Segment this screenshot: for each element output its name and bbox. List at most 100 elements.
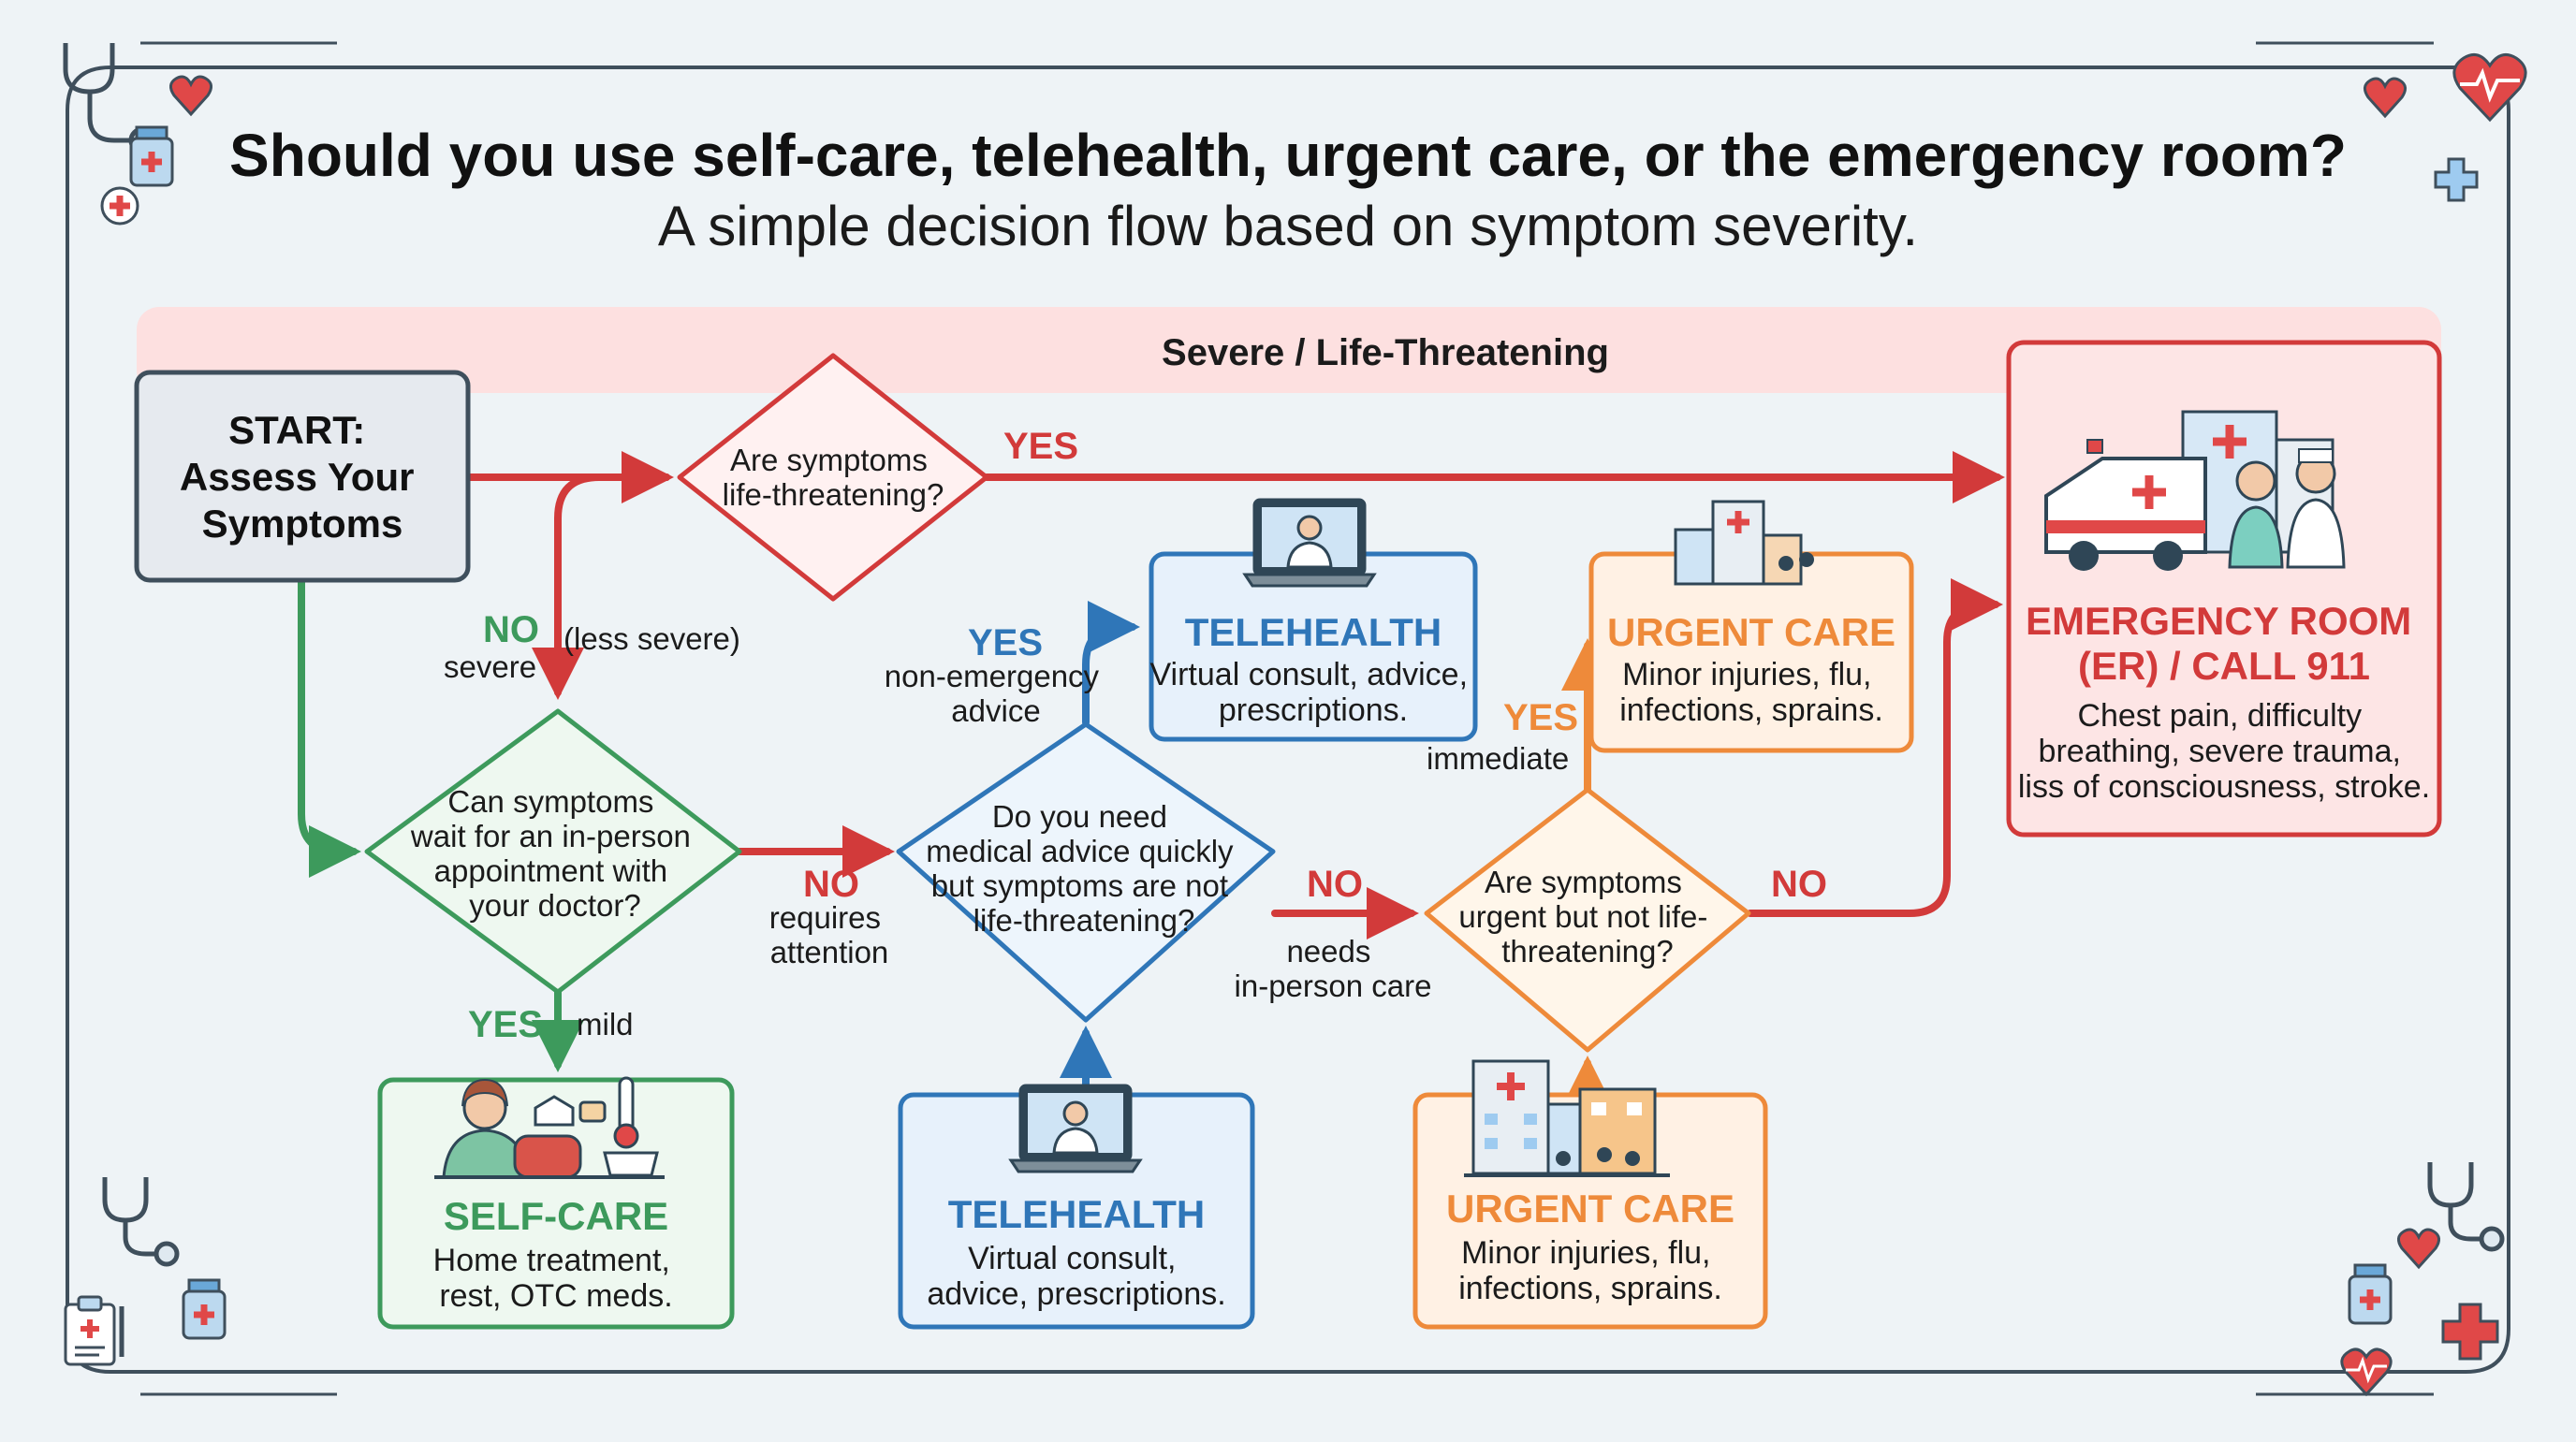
arrow-d1-no-to-d2 bbox=[532, 473, 670, 700]
medicine-bottle-icon bbox=[2348, 1263, 2393, 1325]
d3-no-sublabel: in-person care bbox=[1235, 969, 1432, 1003]
outcome-title: URGENT CARE bbox=[1607, 610, 1895, 654]
connectors bbox=[298, 451, 2005, 1108]
ambulance-icon bbox=[2044, 410, 2346, 571]
d3-yes-label: YES bbox=[968, 622, 1043, 663]
svg-text:Home treatment, rest, OT: Home treatment, rest, OTC meds. bbox=[433, 1243, 680, 1314]
outcome-body-line: breathing, severe trauma, bbox=[2039, 734, 2401, 769]
svg-text:Virtual consult, advice,: Virtual consult, advice, prescriptions. bbox=[1149, 657, 1476, 728]
severity-band-label: Severe / Life-Threatening bbox=[1162, 332, 1609, 373]
outcome-body-line: rest, OTC meds. bbox=[439, 1278, 672, 1314]
decision-line: Are symptoms bbox=[1485, 865, 1682, 899]
svg-text:Can symptoms wait for an: Can symptoms wait for an in-person appoi… bbox=[410, 784, 699, 923]
svg-text:requires attention: requires attention bbox=[769, 900, 889, 969]
heart-icon bbox=[169, 75, 212, 117]
d2-no-sublabel: attention bbox=[770, 935, 889, 969]
outcome-title: SELF-CARE bbox=[444, 1194, 668, 1238]
outcome-title: (ER) / CALL 911 bbox=[2078, 644, 2370, 688]
outcome-body-line: Minor injuries, flu, bbox=[1622, 657, 1871, 692]
decision-line: Are symptoms bbox=[730, 443, 928, 477]
medical-cross-icon bbox=[100, 186, 139, 226]
outcome-body-line: prescriptions. bbox=[1219, 692, 1408, 728]
decision-line: your doctor? bbox=[469, 888, 640, 923]
outcome-body-line: Virtual consult, bbox=[968, 1241, 1176, 1276]
d4-yes-sublabel: immediate bbox=[1427, 741, 1569, 776]
d4-yes-label: YES bbox=[1503, 697, 1578, 738]
decision-line: Do you need bbox=[992, 799, 1167, 834]
medicine-bottle-icon bbox=[129, 125, 174, 187]
outcome-telehealth-bottom: TELEHEALTH Virtual consult, advice, pres… bbox=[898, 1084, 1255, 1330]
clipboard-icon bbox=[64, 1295, 124, 1366]
svg-text:Minor injuries, flu, inf: Minor injuries, flu, infections, sprains… bbox=[1619, 657, 1883, 728]
heart-icon bbox=[2364, 77, 2407, 119]
arrow-d3-yes-to-telehealth bbox=[1082, 601, 1140, 726]
outcome-title: EMERGENCY ROOM bbox=[2026, 599, 2411, 643]
decision-life-threatening: Are symptoms life-threatening? bbox=[677, 353, 989, 602]
heartbeat-icon bbox=[2452, 52, 2527, 123]
outcome-body-line: Minor injuries, flu, bbox=[1461, 1235, 1710, 1271]
d1-yes-label: YES bbox=[1003, 426, 1078, 467]
svg-text:needs in-person care: needs in-person care bbox=[1235, 934, 1432, 1003]
svg-text:Are symptoms life-threat: Are symptoms life-threatening? bbox=[723, 443, 944, 512]
arrow-d4-no-to-er bbox=[1747, 578, 2003, 917]
outcome-body-line: advice, prescriptions. bbox=[927, 1276, 1225, 1312]
medical-cross-icon bbox=[2441, 1303, 2499, 1361]
severity-band bbox=[137, 307, 2441, 393]
laptop-doctor-icon bbox=[1242, 498, 1377, 588]
d2-yes-sublabel: mild bbox=[577, 1007, 634, 1041]
outcome-title: TELEHEALTH bbox=[1185, 610, 1442, 654]
outcome-body-line: Chest pain, difficulty bbox=[2077, 698, 2362, 734]
page-subtitle: A simple decision flow based on symptom … bbox=[658, 195, 1918, 257]
decision-can-wait: Can symptoms wait for an in-person appoi… bbox=[364, 708, 742, 995]
svg-text:Minor injuries, flu, inf: Minor injuries, flu, infections, sprains… bbox=[1458, 1235, 1722, 1306]
svg-text:START: Assess Your: START: Assess Your Symptoms bbox=[180, 408, 425, 546]
hospital-icon bbox=[1674, 500, 1814, 586]
d3-yes-sublabel: non-emergency bbox=[885, 659, 1100, 693]
page-title: Should you use self-care, telehealth, ur… bbox=[229, 122, 2347, 189]
decision-line: urgent but not life- bbox=[1458, 899, 1707, 934]
d3-no-sublabel: needs bbox=[1286, 934, 1370, 969]
outcome-body-line: Home treatment, bbox=[433, 1243, 670, 1278]
laptop-doctor-icon bbox=[1008, 1084, 1143, 1173]
d2-no-label: NO bbox=[803, 864, 859, 905]
outcome-title: TELEHEALTH bbox=[948, 1192, 1206, 1236]
svg-text:Are symptoms urgent but: Are symptoms urgent but not life- threat… bbox=[1458, 865, 1716, 969]
svg-text:Virtual consult, advice,: Virtual consult, advice, prescriptions. bbox=[927, 1241, 1225, 1312]
heartbeat-icon bbox=[2340, 1347, 2393, 1397]
outcome-urgent-care-top: URGENT CARE Minor injuries, flu, infecti… bbox=[1588, 500, 1914, 753]
d3-yes-sublabel: advice bbox=[951, 693, 1040, 728]
start-line: Assess Your bbox=[180, 455, 415, 499]
outcome-self-care: SELF-CARE Home treatment, rest, OTC meds… bbox=[377, 1076, 735, 1330]
decision-line: wait for an in-person bbox=[410, 819, 691, 853]
svg-text:Do you need medical advi: Do you need medical advice quickly but s… bbox=[926, 799, 1241, 938]
outcome-body-line: Virtual consult, advice, bbox=[1149, 657, 1468, 692]
outcome-body-line: infections, sprains. bbox=[1619, 692, 1883, 728]
medicine-bottle-icon bbox=[182, 1278, 227, 1340]
decision-line: life-threatening? bbox=[723, 477, 944, 512]
start-line: Symptoms bbox=[202, 502, 403, 546]
svg-text:Chest pain, difficulty b: Chest pain, difficulty breathing, severe… bbox=[2018, 698, 2430, 805]
outcome-body-line: infections, sprains. bbox=[1458, 1271, 1722, 1306]
decision-advice-quickly: Do you need medical advice quickly but s… bbox=[896, 721, 1276, 1023]
hospital-icon bbox=[1464, 1059, 1670, 1177]
outcome-urgent-care-bottom: URGENT CARE Minor injuries, flu, infecti… bbox=[1412, 1059, 1768, 1330]
start-line: START: bbox=[228, 408, 365, 452]
d1-no-label: NO bbox=[483, 609, 539, 650]
patient-resting-icon bbox=[434, 1076, 665, 1179]
d4-no-label: NO bbox=[1771, 864, 1827, 905]
decision-line: Can symptoms bbox=[447, 784, 653, 819]
stethoscope-icon bbox=[102, 1177, 180, 1267]
d3-no-label: NO bbox=[1307, 864, 1363, 905]
decision-line: appointment with bbox=[434, 853, 667, 888]
decision-urgent: Are symptoms urgent but not life- threat… bbox=[1424, 787, 1751, 1053]
d1-no-sublabel: (less severe) bbox=[564, 621, 740, 656]
outcome-emergency-room: EMERGENCY ROOM (ER) / CALL 911 Chest pai… bbox=[2006, 340, 2442, 838]
svg-text:EMERGENCY ROOM (ER) / CA: EMERGENCY ROOM (ER) / CALL 911 bbox=[2026, 599, 2422, 688]
decision-line: but symptoms are not bbox=[931, 868, 1228, 903]
outcome-telehealth-top: TELEHEALTH Virtual consult, advice, pres… bbox=[1149, 498, 1478, 742]
outcome-body-line: liss of consciousness, stroke. bbox=[2018, 769, 2430, 805]
outcome-title: URGENT CARE bbox=[1446, 1187, 1734, 1231]
decision-line: life-threatening? bbox=[973, 903, 1195, 938]
